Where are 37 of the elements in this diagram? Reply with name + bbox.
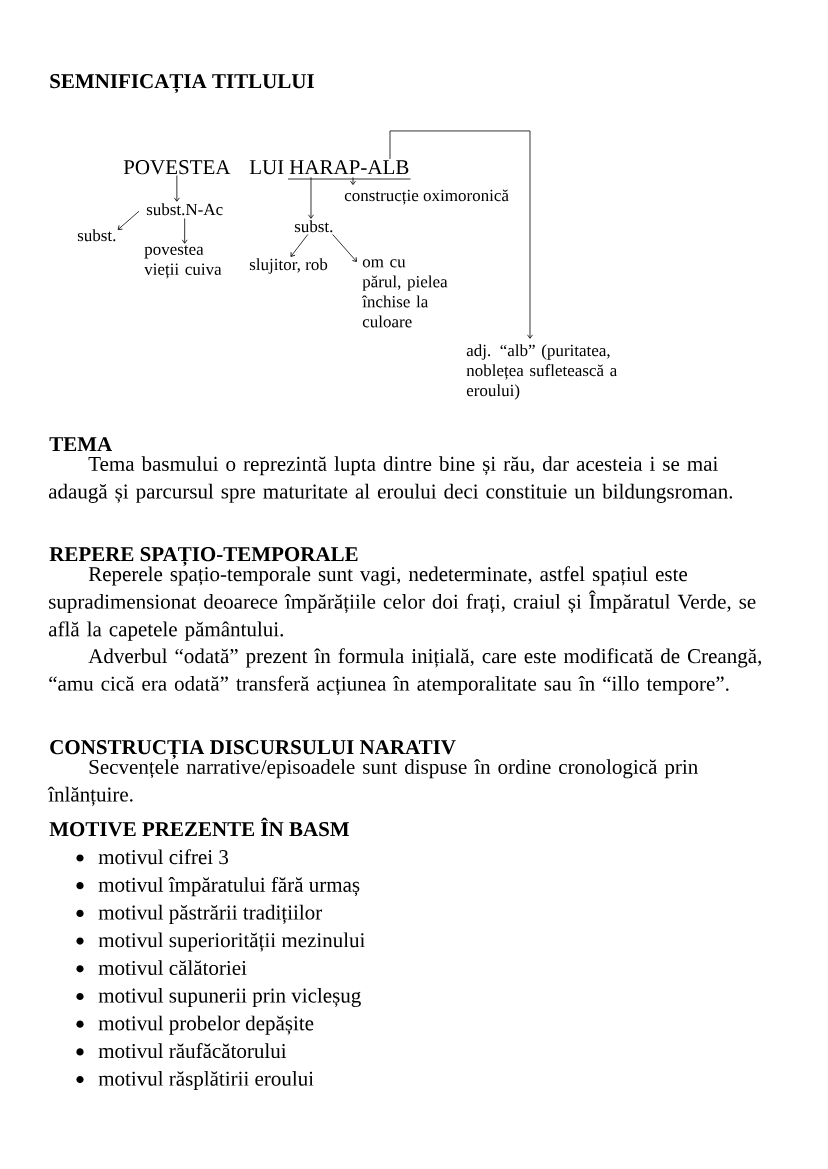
term-text: POVESTEA bbox=[123, 160, 231, 175]
term-text: adj. “alb” (puritatea, noblețea sufletească a eroului) bbox=[466, 344, 617, 400]
bullet-item: motivul călătoriei bbox=[76, 960, 247, 975]
section-heading: CONSTRUCȚIA DISCURSULUI NARATIV bbox=[50, 740, 456, 760]
term-text: subst. bbox=[77, 229, 116, 242]
term-text: slujitor, rob bbox=[249, 258, 328, 274]
arrow bbox=[290, 234, 309, 257]
paragraph: Tema basmului o reprezintă lupta dintre bine și rău, dar acesteia i se mai adaugă și parcursul spre maturitate al eroului deci constituie un bildungsroman. bbox=[48, 456, 733, 503]
bullet-item: motivul răsplătirii eroului bbox=[76, 1071, 314, 1091]
bullet-item: motivul răufăcătorului bbox=[76, 1043, 287, 1059]
section-heading: REPERE SPAȚIO-TEMPORALE bbox=[49, 547, 358, 567]
bullet-item: motivul supunerii prin vicleșug bbox=[76, 987, 361, 1008]
arrow bbox=[332, 234, 357, 262]
bullet-item: motivul probelor depășite bbox=[76, 1015, 314, 1035]
bullet-item: motivul păstrării tradițiilor bbox=[76, 904, 322, 924]
section-heading: SEMNIFICAȚIA TITLULUI bbox=[50, 74, 314, 94]
section-heading: MOTIVE PREZENTE ÎN BASM bbox=[49, 817, 350, 837]
bullet-item: motivul cifrei 3 bbox=[76, 849, 229, 865]
term-text: om cu părul, pielea închise la culoare bbox=[361, 259, 448, 328]
paragraph: Secvențele narrative/episoadele sunt dispuse în ordine cronologică prin înlănțuire. bbox=[47, 759, 698, 806]
arrow bbox=[173, 175, 180, 202]
paragraph: Adverbul “odată” prezent în formula inițială, care este modificată de Creangă, “amu cică era odată” transferă acțiunea în atemporalitate sau în “illo tempore”. bbox=[49, 648, 761, 696]
paragraph: Reperele spațio-temporale sunt vagi, nedeterminate, astfel spațiul este supradimensionat deoarece împărățiile celor doi frați, craiul și Împăratul Verde, se află la capetele pământului. bbox=[48, 566, 756, 641]
bullet-item: motivul împăratului fără urmaș bbox=[76, 876, 360, 897]
bullet-item: motivul superiorității mezinului bbox=[76, 932, 365, 952]
arrow bbox=[117, 210, 140, 230]
term-text: HARAP-ALB bbox=[289, 160, 409, 175]
arrow bbox=[350, 176, 356, 185]
term-text: construcție oximoronică bbox=[344, 189, 509, 205]
arrow bbox=[389, 130, 533, 339]
arrow bbox=[308, 176, 314, 219]
section-heading: TEMA bbox=[49, 437, 113, 451]
term-text: subst. bbox=[294, 220, 333, 233]
arrow bbox=[181, 218, 188, 244]
term-text: povestea vieții cuiva bbox=[144, 245, 222, 279]
term-text: subst.N-Ac bbox=[146, 203, 223, 216]
term-text: LUI bbox=[249, 160, 284, 175]
